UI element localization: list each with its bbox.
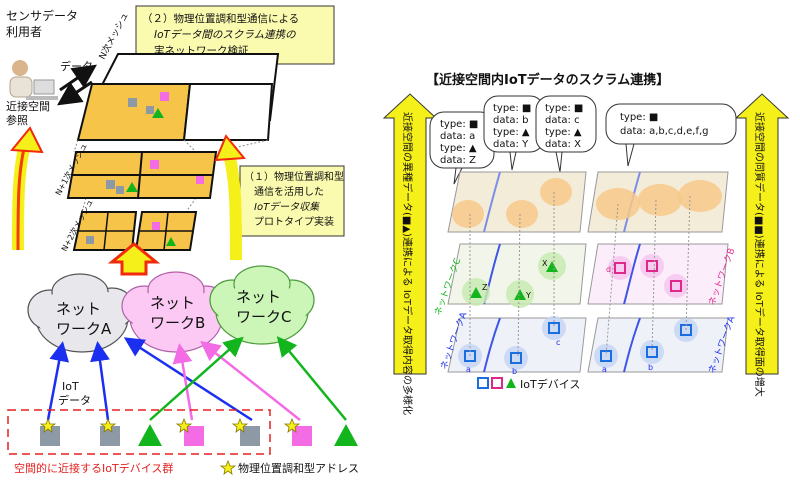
nearby-ref-line1: 近接空間 bbox=[6, 99, 50, 113]
network-b-line2: ワークB bbox=[150, 314, 205, 332]
callout-mid-line3: IoTデータ収集 bbox=[254, 201, 320, 213]
data-flow-arrow-down bbox=[57, 80, 93, 106]
network-c-line2: ワークC bbox=[236, 308, 291, 326]
iot-devices bbox=[40, 424, 358, 446]
network-b-line1: ネット bbox=[150, 294, 195, 312]
bubble2-l2: data: b bbox=[493, 115, 528, 126]
user-label-line2: 利用者 bbox=[6, 25, 42, 39]
n1-mesh-layer bbox=[66, 151, 218, 199]
network-a-line2: ワークA bbox=[56, 320, 112, 338]
right-arrow-text: 近接空間の同質データ(■■)連携による IoTデータ取得面の増大 bbox=[753, 112, 766, 397]
bubble3-l3: type: ▲ bbox=[545, 127, 582, 138]
sq2-letter-b: b bbox=[648, 363, 653, 372]
user-label-line1: センサデータ bbox=[6, 8, 78, 23]
right-big-arrow bbox=[734, 93, 790, 375]
nearby-device-group-outline bbox=[7, 409, 271, 455]
left-arrow-text: 近接空間の異種データ(■▲)連携による IoTデータ取得内容の多様化 bbox=[401, 112, 414, 415]
network-b-cloud bbox=[121, 271, 229, 353]
device-group-label: 空間的に近接するIoTデバイス群 bbox=[14, 461, 173, 475]
bubble-3 bbox=[535, 95, 597, 173]
pink-letter-d: d bbox=[606, 265, 611, 274]
bubble2-l3: type: ▲ bbox=[493, 127, 530, 138]
bubble1-l1: type: ■ bbox=[440, 119, 478, 130]
upward-block-arrow bbox=[107, 242, 161, 276]
map-top-right bbox=[587, 171, 729, 233]
bubble4-l2: data: a,b,c,d,e,f,g bbox=[620, 126, 709, 137]
layer-connectors bbox=[469, 192, 691, 359]
sensor-user-figure bbox=[9, 60, 58, 100]
bubble-4 bbox=[605, 103, 737, 167]
bubble1-l4: data: Z bbox=[440, 155, 476, 166]
address-stars bbox=[39, 417, 301, 433]
bubble2-l1: type: ■ bbox=[493, 103, 531, 114]
bubble4-l1: type: ■ bbox=[620, 112, 658, 123]
network-c-line1: ネット bbox=[236, 288, 281, 306]
bubble3-l2: data: c bbox=[545, 115, 580, 126]
network-a-cloud bbox=[27, 273, 135, 353]
bubble1-l3: type: ▲ bbox=[440, 143, 477, 154]
nearby-ref-line2: 参照 bbox=[6, 113, 28, 127]
right-curve-arrow bbox=[222, 148, 242, 261]
bubble1-l2: data: a bbox=[440, 131, 475, 142]
device-legend-label: IoTデバイス bbox=[520, 377, 580, 391]
right-curve-arrowhead bbox=[214, 134, 246, 162]
left-big-arrow bbox=[382, 93, 438, 375]
iot-data-line2: データ bbox=[58, 393, 91, 407]
callout-top-line2: IoTデータ間のスクラム連携の bbox=[154, 29, 296, 41]
callout-mid-line4: プロトタイプ実装 bbox=[254, 215, 334, 228]
bubble2-l4: data: Y bbox=[493, 139, 529, 150]
address-legend-star bbox=[219, 459, 237, 475]
sq2-letter-a: a bbox=[602, 365, 607, 374]
sq-letter-b: b bbox=[512, 367, 517, 376]
tri-letter-x: X bbox=[542, 259, 548, 268]
map-mid-left bbox=[447, 243, 587, 308]
sq-letter-a: a bbox=[466, 365, 471, 374]
n-mesh-layer bbox=[76, 53, 280, 141]
map-mid-right bbox=[587, 243, 729, 305]
tri-letter-y: Y bbox=[525, 291, 531, 300]
device-legend-icons bbox=[477, 377, 516, 389]
network-c-cloud bbox=[209, 265, 315, 345]
map-top-left bbox=[447, 171, 587, 233]
callout-mid-box bbox=[239, 165, 345, 237]
left-curve-arrowhead bbox=[9, 126, 44, 154]
address-legend-label: 物理位置調和型アドレス bbox=[238, 461, 359, 475]
bubble3-l4: data: X bbox=[545, 139, 581, 150]
callout-mid-line1: （１）物理位置調和型 bbox=[244, 170, 344, 183]
callout-top-line1: （２）物理位置調和型通信による bbox=[142, 12, 299, 25]
bubble3-l1: type: ■ bbox=[545, 103, 583, 114]
map-bottom-right bbox=[587, 317, 729, 373]
data-label: データ bbox=[60, 59, 93, 73]
sq-letter-c: c bbox=[556, 338, 560, 347]
device-arrows bbox=[46, 336, 347, 422]
right-title: 【近接空間内IoTデータのスクラム連携】 bbox=[426, 72, 669, 88]
callout-mid-line2: 通信を活用した bbox=[254, 186, 324, 198]
map-bottom-left bbox=[447, 316, 587, 373]
n2-mesh-layer bbox=[72, 211, 198, 251]
tri-letter-z: Z bbox=[482, 283, 488, 292]
bubble-1 bbox=[429, 111, 495, 185]
network-a-line1: ネット bbox=[56, 300, 101, 318]
iot-data-line1: IoT bbox=[62, 380, 79, 393]
